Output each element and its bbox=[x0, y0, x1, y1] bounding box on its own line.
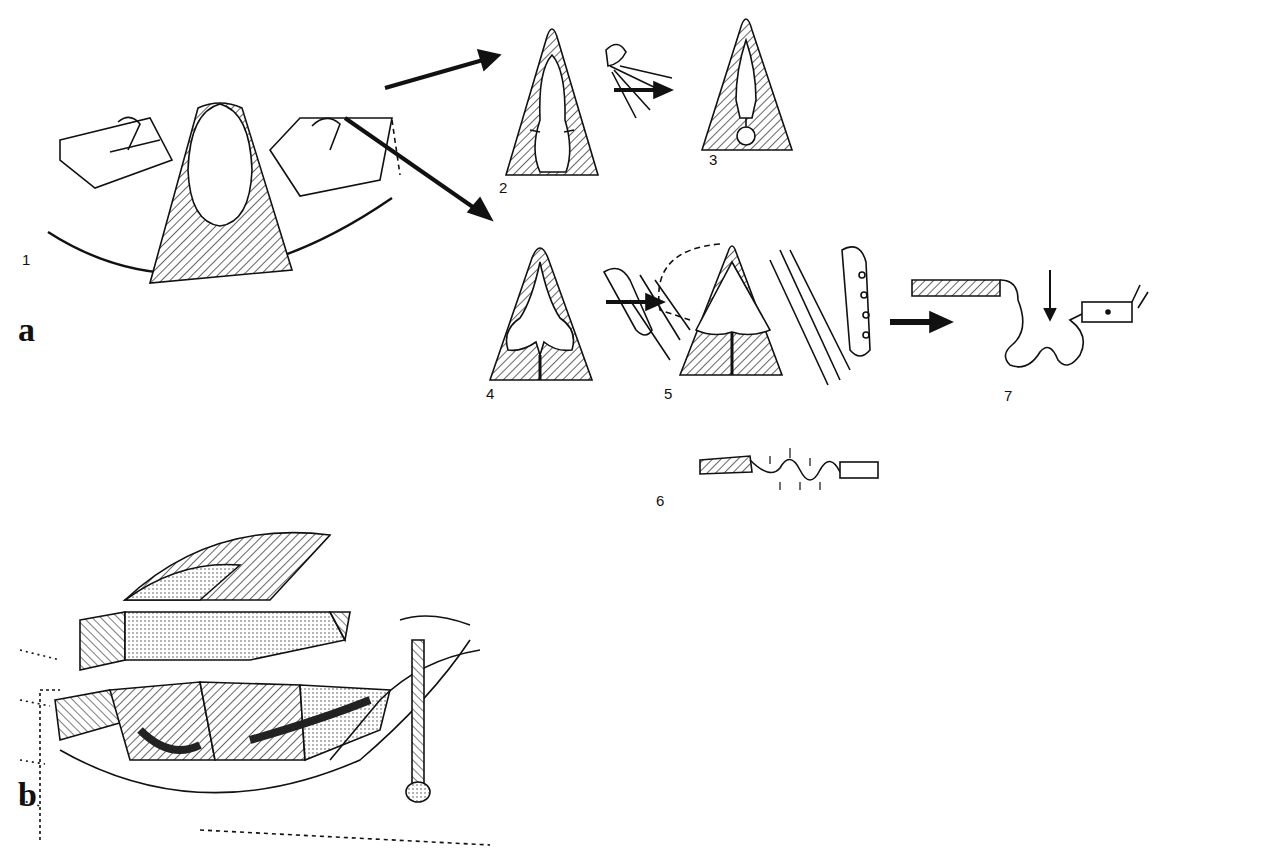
stage-number: 7 bbox=[1004, 388, 1012, 403]
stage-number: 2 bbox=[499, 180, 507, 195]
stage-number: 4 bbox=[486, 386, 494, 401]
stage-number: 1 bbox=[22, 252, 30, 267]
panel-letter: b bbox=[18, 778, 37, 812]
stage-number: 6 bbox=[656, 493, 664, 508]
panel-letter: a bbox=[18, 313, 35, 347]
stage-number: 5 bbox=[664, 386, 672, 401]
stage-number: 3 bbox=[709, 152, 717, 167]
